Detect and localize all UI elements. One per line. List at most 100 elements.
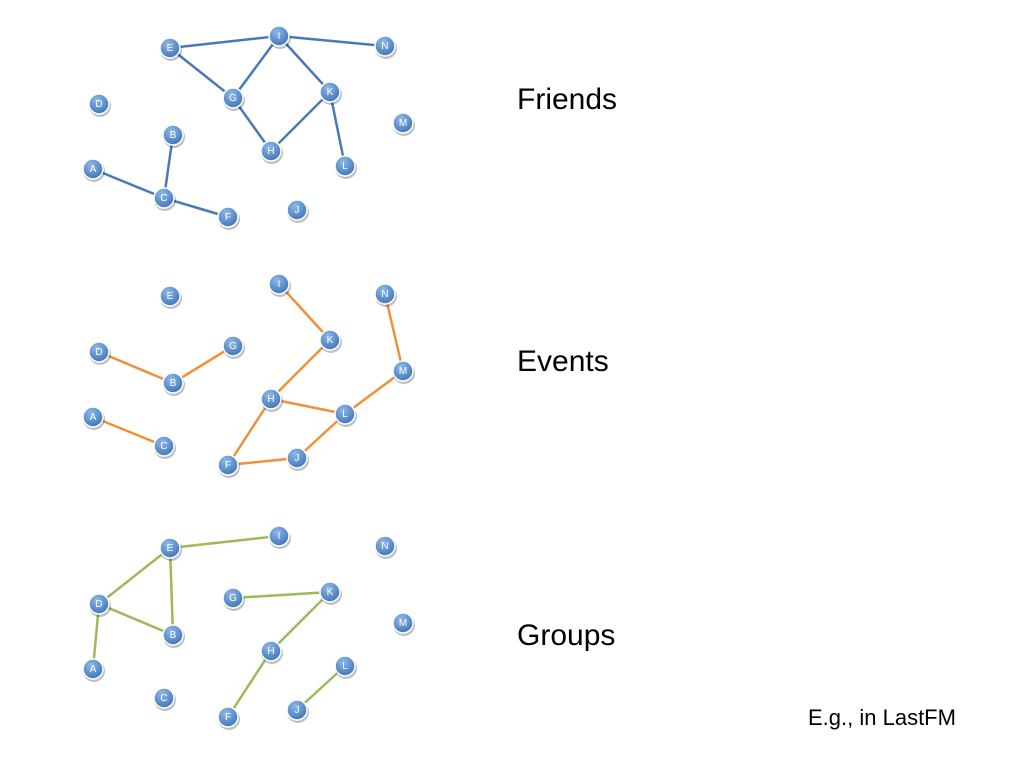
node-circle: [260, 640, 282, 662]
node-label: E: [167, 291, 174, 302]
friends-node-g: G: [222, 87, 245, 111]
node-label: D: [95, 599, 102, 610]
events-node-m: M: [392, 360, 415, 384]
node-label: C: [160, 193, 167, 204]
groups-node-j: J: [286, 699, 309, 723]
node-circle: [319, 329, 341, 351]
node-circle: [334, 403, 356, 425]
events-edge-k-h: [269, 338, 332, 401]
groups-edge-j-l: [295, 664, 347, 712]
node-circle: [268, 273, 290, 295]
node-label: N: [381, 289, 388, 300]
node-circle: [159, 537, 181, 559]
node-label: L: [342, 409, 348, 420]
node-circle: [392, 612, 414, 634]
friends-node-k: K: [319, 81, 342, 105]
node-label: J: [295, 705, 300, 716]
groups-edge-d-a: [91, 602, 101, 671]
groups-node-e: E: [159, 537, 182, 561]
groups-node-i: I: [268, 525, 291, 549]
friends-node-b: B: [162, 124, 185, 148]
groups-edge-d-b: [97, 602, 175, 637]
node-label: D: [95, 347, 102, 358]
footnote: E.g., in LastFM: [808, 705, 956, 730]
events-node-f: F: [217, 454, 240, 478]
friends-edge-k-l: [328, 90, 347, 168]
friends-node-i: I: [268, 25, 291, 49]
node-circle: [286, 199, 308, 221]
node-circle: [82, 406, 104, 428]
groups-edge-g-k: [231, 590, 332, 600]
friends-title: Friends: [517, 83, 618, 116]
events-edge-f-j: [226, 456, 299, 467]
groups-edge-h-f: [226, 649, 273, 719]
groups-edge-e-i: [168, 534, 281, 550]
node-circle: [88, 593, 110, 615]
groups-edge-e-d: [97, 546, 172, 606]
groups-node-l: L: [334, 655, 357, 679]
events-edge-b-g: [171, 344, 235, 385]
node-label: F: [225, 460, 231, 471]
friends-edge-e-i: [168, 34, 281, 50]
node-label: M: [399, 618, 407, 629]
node-label: K: [327, 335, 334, 346]
node-circle: [374, 535, 396, 557]
node-label: H: [267, 394, 274, 405]
node-circle: [153, 435, 175, 457]
events-node-c: C: [153, 435, 176, 459]
events-node-h: H: [260, 388, 283, 412]
events-node-b: B: [162, 372, 185, 396]
node-circle: [88, 341, 110, 363]
node-circle: [268, 525, 290, 547]
node-circle: [217, 454, 239, 476]
groups-node-c: C: [153, 687, 176, 711]
friends-node-a: A: [82, 158, 105, 182]
events-edge-h-l: [269, 397, 347, 416]
node-circle: [222, 587, 244, 609]
node-circle: [392, 112, 414, 134]
events-node-l: L: [334, 403, 357, 427]
groups-node-a: A: [82, 658, 105, 682]
node-label: F: [225, 712, 231, 723]
node-circle: [334, 655, 356, 677]
events-edge-j-l: [295, 412, 347, 460]
node-label: F: [225, 212, 231, 223]
events-edge-m-n: [383, 292, 405, 373]
friends-node-j: J: [286, 199, 309, 223]
node-circle: [217, 706, 239, 728]
node-label: A: [90, 664, 97, 675]
events-node-i: I: [268, 273, 291, 297]
friends-node-m: M: [392, 112, 415, 136]
groups-node-n: N: [374, 535, 397, 559]
node-label: N: [381, 41, 388, 52]
friends-node-c: C: [153, 187, 176, 211]
node-label: B: [170, 630, 177, 641]
friends-edge-a-c: [91, 167, 166, 200]
node-label: L: [342, 161, 348, 172]
node-label: C: [160, 441, 167, 452]
friends-node-f: F: [217, 206, 240, 230]
node-label: E: [167, 543, 174, 554]
groups-node-g: G: [222, 587, 245, 611]
events-edge-d-b: [97, 350, 175, 385]
events-node-j: J: [286, 447, 309, 471]
groups-edge-k-h: [269, 590, 332, 653]
node-circle: [374, 283, 396, 305]
friends-node-h: H: [260, 140, 283, 164]
groups-node-h: H: [260, 640, 283, 664]
node-circle: [88, 93, 110, 115]
node-circle: [82, 158, 104, 180]
node-circle: [334, 155, 356, 177]
node-circle: [319, 81, 341, 103]
node-circle: [286, 699, 308, 721]
groups-node-m: M: [392, 612, 415, 636]
friends-edge-i-g: [231, 34, 281, 100]
events-node-k: K: [319, 329, 342, 353]
groups-node-k: K: [319, 581, 342, 605]
node-label: N: [381, 541, 388, 552]
node-circle: [153, 687, 175, 709]
friends-node-d: D: [88, 93, 111, 117]
node-circle: [162, 124, 184, 146]
node-label: G: [229, 341, 237, 352]
